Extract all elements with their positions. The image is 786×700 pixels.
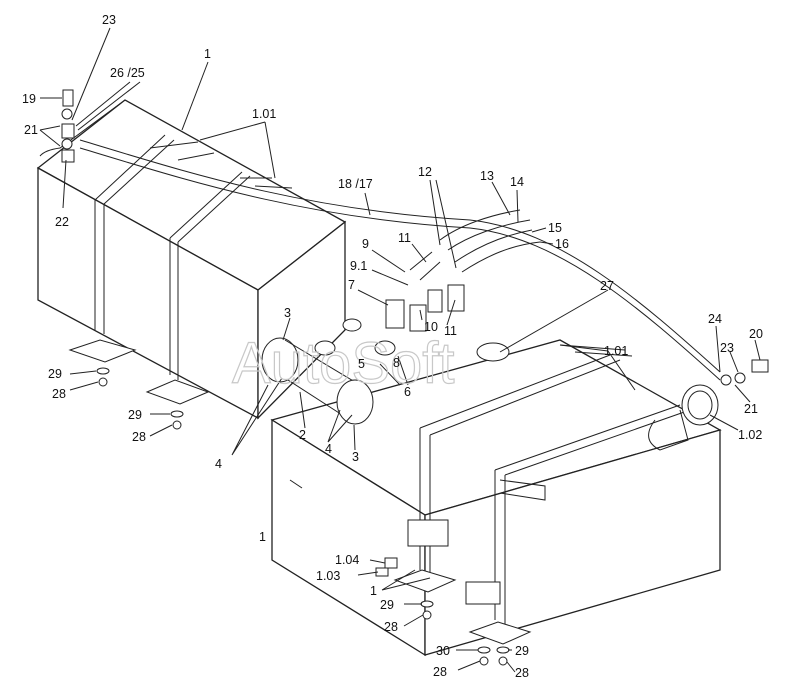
label-21-left: 21 [24,123,38,137]
label-9-1: 9.1 [350,259,367,273]
label-15: 15 [548,221,562,235]
filler-cap [681,384,719,426]
label-2: 2 [299,428,306,442]
label-23: 23 [102,13,116,27]
label-14: 14 [510,175,524,189]
top-fittings [314,284,510,362]
label-6: 6 [404,385,411,399]
label-1-02: 1.02 [738,428,762,442]
label-18-17: 18 /17 [338,177,373,191]
label-28-e: 28 [515,666,529,680]
label-9: 9 [362,237,369,251]
fuel-lines [79,139,721,381]
label-11-upper: 11 [398,231,411,245]
label-22: 22 [55,215,69,229]
label-13: 13 [480,169,494,183]
label-29-d: 29 [515,644,529,658]
label-1-mid: 1 [259,530,266,544]
label-28-b: 28 [132,430,146,444]
label-20: 20 [749,327,763,341]
label-1-bottom: 1 [370,584,377,598]
label-3-lower: 3 [352,450,359,464]
label-4-right: 4 [325,442,332,456]
label-28-d: 28 [433,665,447,679]
left-fuel-tank [36,99,347,420]
label-16: 16 [555,237,569,251]
label-1-04: 1.04 [335,553,359,567]
label-29-a: 29 [48,367,62,381]
label-1-01-left: 1.01 [252,107,276,121]
label-11-lower: 11 [444,324,457,338]
leader-lines [39,27,761,673]
label-1-01-right: 1.01 [604,344,628,358]
label-24: 24 [708,312,722,326]
label-28-a: 28 [52,387,66,401]
label-5: 5 [358,357,365,371]
mounting-brackets [68,339,532,645]
label-7: 7 [348,278,355,292]
label-23-right: 23 [720,341,734,355]
label-8: 8 [393,356,400,370]
label-29-b: 29 [128,408,142,422]
label-10: 10 [424,320,438,334]
connecting-pipe [261,337,374,425]
label-4-left: 4 [215,457,222,471]
label-21-right: 21 [744,402,758,416]
label-27: 27 [600,279,614,293]
label-29-c: 29 [380,598,394,612]
label-28-c: 28 [384,620,398,634]
label-30: 30 [436,644,450,658]
label-26-25: 26 /25 [110,66,145,80]
label-3-upper: 3 [284,306,291,320]
callout-labels: 23 19 26 /25 1 1.01 21 22 18 /17 13 14 1… [22,13,763,680]
watermark-text: AutoSoft [232,331,454,396]
label-19: 19 [22,92,36,106]
label-1-03: 1.03 [316,569,340,583]
label-12: 12 [418,165,432,179]
hardware [61,89,769,666]
label-1-top: 1 [204,47,211,61]
right-fuel-tank [270,339,722,657]
